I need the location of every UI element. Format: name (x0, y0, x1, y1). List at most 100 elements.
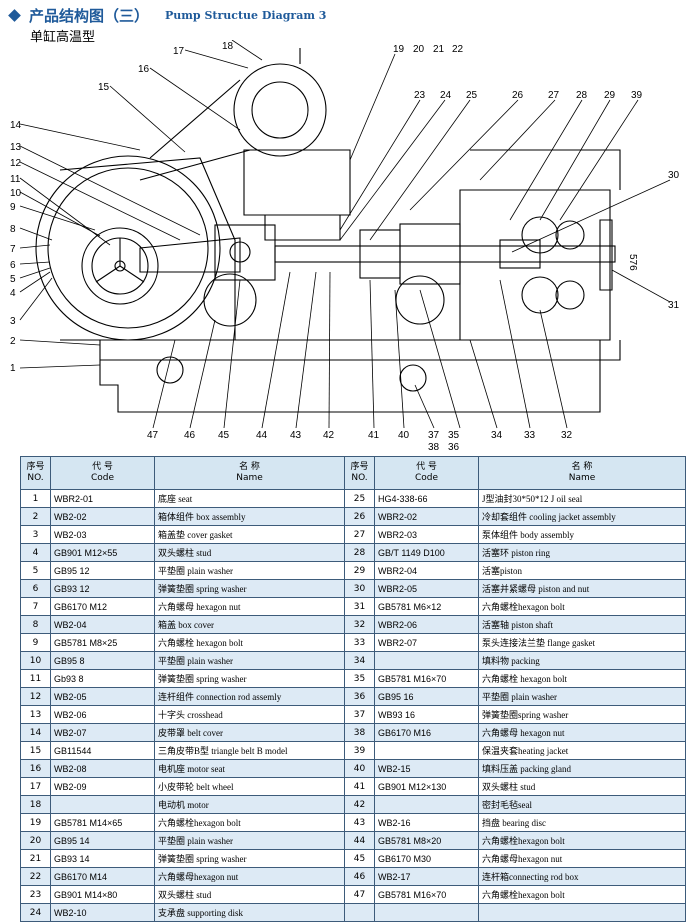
cell-name: 六角螺栓hexagon bolt (478, 831, 686, 850)
cell-no: 34 (344, 651, 375, 670)
cell-name: 弹簧垫圈spring washer (478, 705, 686, 724)
callout-45: 45 (218, 430, 230, 441)
cell-code: WB2-02 (50, 507, 155, 526)
cell-code: GB5781 M8×20 (374, 831, 479, 850)
cell-code: WB2-03 (50, 525, 155, 544)
callout-23: 23 (414, 90, 426, 101)
callout-3: 3 (10, 316, 16, 327)
cell-no: 16 (20, 759, 51, 778)
cell-code: WB93 16 (374, 705, 479, 724)
cell-name: 十字头 crosshead (154, 705, 345, 724)
cell-code (374, 903, 479, 922)
cell-code: WBR2-04 (374, 561, 479, 580)
cell-name: 支承盘 supporting disk (154, 903, 345, 922)
cell-code: GB901 M12×130 (374, 777, 479, 796)
cell-no: 27 (344, 525, 375, 544)
cell-name: 六角螺栓hexagon bolt (478, 885, 686, 904)
cell-code: GB95 14 (50, 831, 155, 850)
cell-no: 39 (344, 741, 375, 760)
callout-6: 6 (10, 260, 16, 271)
callout-18: 18 (222, 41, 234, 52)
cell-no: 15 (20, 741, 51, 760)
cell-no: 31 (344, 597, 375, 616)
lifting-wheel-right (399, 364, 427, 392)
cell-no: 42 (344, 795, 375, 814)
cell-no: 32 (344, 615, 375, 634)
cell-code: GB11544 (50, 741, 155, 760)
cell-no: 17 (20, 777, 51, 796)
callout-42: 42 (323, 430, 335, 441)
cell-name: 六角螺栓 hexagon bolt (154, 633, 345, 652)
cell-no: 20 (20, 831, 51, 850)
cell-no: 2 (20, 507, 51, 526)
callout-19: 19 (393, 44, 405, 55)
cell-name: 泵体组件 body assembly (478, 525, 686, 544)
cell-code: WB2-17 (374, 867, 479, 886)
cell-name: 箱盖垫 cover gasket (154, 525, 345, 544)
cell-no: 44 (344, 831, 375, 850)
cell-no: 22 (20, 867, 51, 886)
cell-no: 11 (20, 669, 51, 688)
cell-code: HG4-338-66 (374, 489, 479, 508)
callout-26: 26 (512, 90, 524, 101)
pump-body-outline (459, 189, 611, 341)
callout-5: 5 (10, 274, 16, 285)
callout-28: 28 (576, 90, 588, 101)
cell-name: 连杆箱connecting rod box (478, 867, 686, 886)
cell-code: GB6170 M16 (374, 723, 479, 742)
cell-code: WB2-07 (50, 723, 155, 742)
page-title-cn: 产品结构图（三） (29, 6, 150, 25)
cell-name: 六角螺母 hexagon nut (154, 597, 345, 616)
callout-32: 32 (561, 430, 573, 441)
callout-33: 33 (524, 430, 536, 441)
cell-code: WB2-08 (50, 759, 155, 778)
cell-name: 弹簧垫圈 spring washer (154, 579, 345, 598)
callout-31: 31 (668, 300, 680, 311)
cell-name: 活塞环 piston ring (478, 543, 686, 562)
callout-21: 21 (433, 44, 445, 55)
callout-16: 16 (138, 64, 150, 75)
cell-name: 填料压盖 packing gland (478, 759, 686, 778)
callout-4: 4 (10, 288, 16, 299)
cell-no: 29 (344, 561, 375, 580)
callout-13: 13 (10, 142, 22, 153)
cell-code: GB5781 M16×70 (374, 885, 479, 904)
cell-name: 六角螺栓hexagon bolt (478, 597, 686, 616)
callout-46: 46 (184, 430, 196, 441)
cell-name: 弹簧垫圈 spring washer (154, 849, 345, 868)
callout-36: 36 (448, 442, 460, 452)
cell-no: 3 (20, 525, 51, 544)
cell-no: 40 (344, 759, 375, 778)
cell-no: 23 (20, 885, 51, 904)
cell-name: 双头螺柱 stud (154, 885, 345, 904)
crank-wheel-outline (81, 227, 159, 305)
cell-name: 底座 seat (154, 489, 345, 508)
callout-44: 44 (256, 430, 268, 441)
cell-no: 6 (20, 579, 51, 598)
cell-name: 活塞轴 piston shaft (478, 615, 686, 634)
callout-17: 17 (173, 46, 185, 57)
cell-no: 24 (20, 903, 51, 922)
callout-12: 12 (10, 158, 22, 169)
piston-shaft-outline (274, 245, 616, 263)
cell-no: 5 (20, 561, 51, 580)
callout-43: 43 (290, 430, 302, 441)
cell-name: 六角螺母hexagon nut (154, 867, 345, 886)
cell-no: 38 (344, 723, 375, 742)
cell-name: 电动机 motor (154, 795, 345, 814)
cell-name: 皮带罩 belt cover (154, 723, 345, 742)
lifting-wheel-left (156, 356, 184, 384)
